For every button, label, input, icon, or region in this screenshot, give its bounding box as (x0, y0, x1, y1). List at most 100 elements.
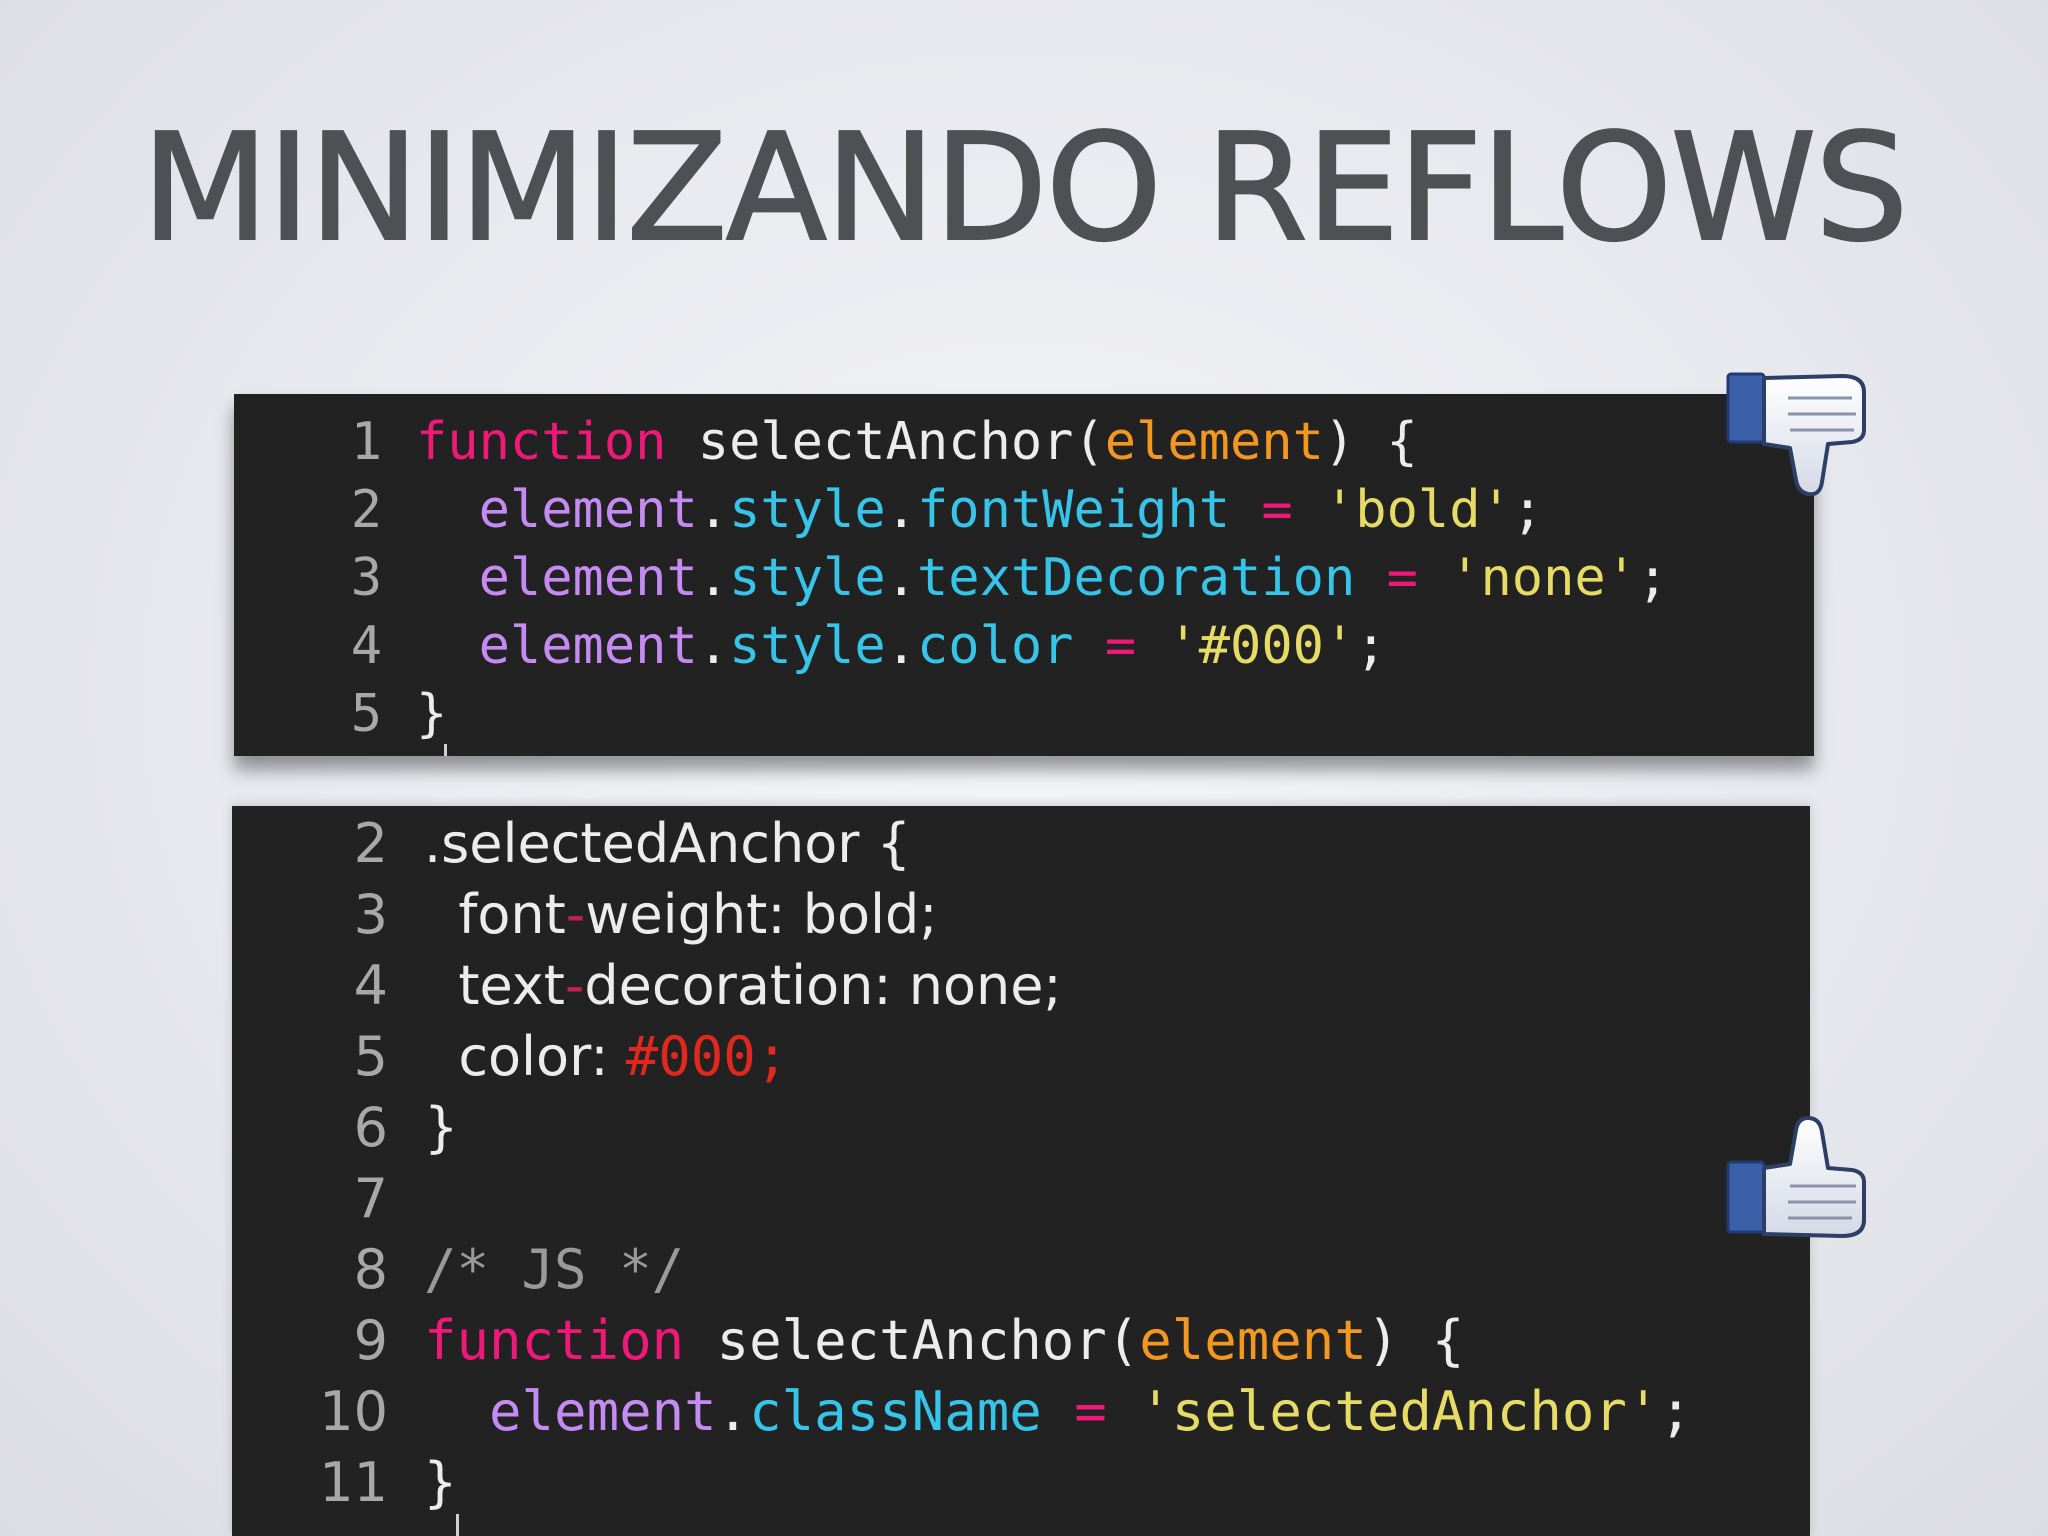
code-token: . (697, 616, 730, 676)
code-token: = (1386, 548, 1418, 608)
code-token: . (697, 480, 730, 540)
code-token: element (1139, 1309, 1367, 1372)
code-token: .selectedAnchor { (424, 812, 911, 875)
code-token: element (489, 1380, 717, 1443)
code-token (1293, 480, 1324, 540)
code-line: 3 element.style.textDecoration = 'none'; (234, 544, 1669, 612)
code-token: element (478, 480, 698, 540)
code-token: decoration: none; (584, 954, 1062, 1017)
line-number: 9 (353, 1309, 388, 1372)
code-block-good: 2.selectedAnchor {3 font-weight: bold;4 … (232, 806, 1810, 1536)
code-token: . (885, 616, 917, 676)
code-token: color: (424, 1025, 626, 1088)
code-token: ) { (1323, 412, 1418, 472)
code-token: = (1074, 1380, 1107, 1443)
code-token (1107, 1380, 1140, 1443)
code-token: /* JS */ (424, 1238, 685, 1301)
code-token: ; (1637, 548, 1669, 608)
code-token: ; (1659, 1380, 1692, 1443)
code-token (416, 480, 479, 540)
code-token: = (1104, 616, 1137, 676)
code-line: 3 font-weight: bold; (232, 879, 938, 950)
code-line: 2 element.style.fontWeight = 'bold'; (234, 476, 1543, 544)
thumbs-down-icon (1726, 372, 1866, 497)
code-token (1136, 616, 1167, 676)
code-token: fontWeight (916, 480, 1231, 540)
code-line: 6} (232, 1092, 459, 1163)
code-token (1042, 1380, 1075, 1443)
line-number: 11 (319, 1451, 388, 1514)
line-number: 10 (319, 1380, 388, 1443)
text-caret (456, 1514, 459, 1536)
code-token: 'none' (1449, 548, 1638, 608)
code-line: 8 /* JS */ (232, 1234, 684, 1305)
line-number: 2 (353, 812, 388, 875)
line-number: 5 (353, 1025, 388, 1088)
slide-title: MINIMIZANDO REFLOWS (140, 102, 1909, 274)
code-token: - (564, 954, 585, 1017)
line-number: 7 (353, 1167, 388, 1230)
code-token (1074, 616, 1105, 676)
code-token: '#000' (1167, 616, 1356, 676)
line-number: 2 (350, 480, 382, 540)
code-line: 9 function selectAnchor(element) { (232, 1305, 1465, 1376)
code-token (424, 1380, 489, 1443)
code-token: } (416, 684, 448, 744)
line-number: 8 (353, 1238, 388, 1301)
code-token: . (697, 548, 730, 608)
code-token (416, 548, 479, 608)
line-number: 5 (350, 684, 382, 744)
thumbs-up-icon (1726, 1116, 1866, 1238)
code-token: ) { (1366, 1309, 1465, 1372)
code-line: 4 text-decoration: none; (232, 950, 1062, 1021)
code-token: } (424, 1096, 459, 1159)
code-line: 7 (232, 1163, 424, 1234)
code-token: #000; (625, 1025, 789, 1088)
text-caret (444, 744, 447, 756)
code-token: } (424, 1451, 457, 1514)
code-token: element (1104, 412, 1324, 472)
code-token: style (729, 480, 886, 540)
code-line: 10 element.className = 'selectedAnchor'; (232, 1376, 1692, 1447)
code-token: selectAnchor( (666, 412, 1105, 472)
code-token: text (424, 954, 565, 1017)
code-token: style (729, 616, 886, 676)
code-token: ; (1511, 480, 1544, 540)
code-line: 5} (234, 680, 448, 748)
code-token: 'bold' (1323, 480, 1512, 540)
code-token: - (565, 883, 586, 946)
code-token: element (478, 616, 698, 676)
code-token: font (424, 883, 566, 946)
code-token: style (729, 548, 886, 608)
code-token: 'selectedAnchor' (1139, 1380, 1660, 1443)
code-token (1230, 480, 1261, 540)
code-token: function (424, 1309, 685, 1372)
code-token (1355, 548, 1386, 608)
code-token (416, 616, 479, 676)
code-token: color (916, 616, 1074, 676)
code-token: textDecoration (916, 548, 1356, 608)
code-token: element (478, 548, 698, 608)
code-token: = (1261, 480, 1293, 540)
code-token: className (749, 1380, 1042, 1443)
code-token: . (885, 548, 917, 608)
code-token: ; (1355, 616, 1387, 676)
code-token: weight: bold; (585, 883, 938, 946)
code-token: selectAnchor( (684, 1309, 1140, 1372)
code-line: 4 element.style.color = '#000'; (234, 612, 1387, 680)
code-token: . (885, 480, 917, 540)
code-line: 11} (232, 1447, 457, 1518)
code-line: 2 .selectedAnchor { (232, 808, 911, 879)
code-line: 5 color: #000; (232, 1021, 789, 1092)
line-number: 1 (350, 412, 382, 472)
line-number: 4 (350, 616, 382, 676)
code-token: . (716, 1380, 750, 1443)
line-number: 3 (350, 548, 382, 608)
line-number: 3 (353, 883, 388, 946)
code-token (1418, 548, 1449, 608)
code-token: function (416, 412, 667, 472)
code-line: 1 function selectAnchor(element) { (234, 408, 1418, 476)
line-number: 4 (353, 954, 388, 1017)
line-number: 6 (353, 1096, 388, 1159)
